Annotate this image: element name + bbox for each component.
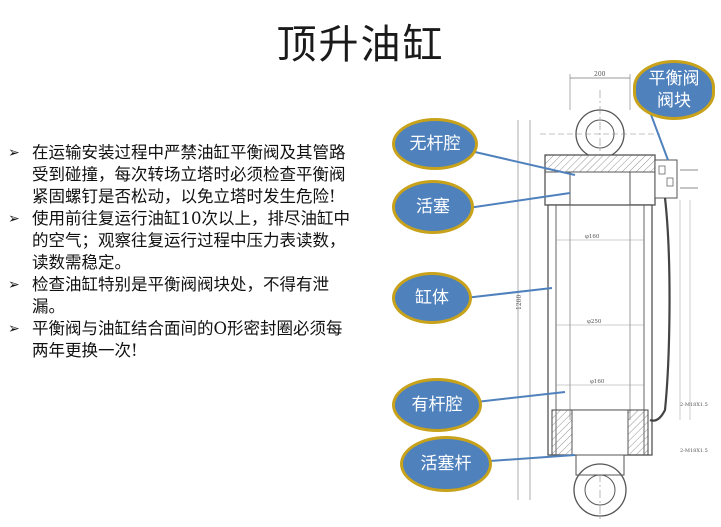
- bottom-eye-inner: [584, 474, 616, 506]
- cylinder-drawing: 200 φ160 φ250 φ160 1200: [464, 71, 708, 520]
- callout-rodless-chamber: 无杆腔: [392, 118, 478, 170]
- dim-inner-label: φ160: [590, 379, 605, 385]
- callout-cylinder-body: 缸体: [392, 272, 472, 324]
- callout-valve-block: 平衡阀 阀块: [633, 60, 715, 120]
- bullet-text: 平衡阀与油缸结合面间的O形密封圈必须每两年更换一次!: [32, 319, 343, 360]
- bullet-item-4: ➢ 平衡阀与油缸结合面间的O形密封圈必须每两年更换一次!: [8, 318, 353, 362]
- callout-piston: 活塞: [392, 180, 474, 234]
- bullet-item-1: ➢ 在运输安装过程中严禁油缸平衡阀及其管路受到碰撞，每次转场立塔时必须检查平衡阀…: [8, 142, 353, 208]
- bullet-list: ➢ 在运输安装过程中严禁油缸平衡阀及其管路受到碰撞，每次转场立塔时必须检查平衡阀…: [8, 142, 353, 362]
- bullet-text: 使用前往复运行油缸10次以上，排尽油缸中的空气；观察往复运行过程中压力表读数，读…: [32, 209, 350, 272]
- bullet-item-2: ➢ 使用前往复运行油缸10次以上，排尽油缸中的空气；观察往复运行过程中压力表读数…: [8, 208, 353, 274]
- leader-rodless: [474, 151, 576, 176]
- bullet-text: 在运输安装过程中严禁油缸平衡阀及其管路受到碰撞，每次转场立塔时必须检查平衡阀紧固…: [32, 143, 346, 206]
- arrow-bullet-icon: ➢: [8, 277, 20, 293]
- bullet-text: 检查油缸特别是平衡阀阀块处，不得有泄漏。: [32, 275, 329, 316]
- bullet-item-3: ➢ 检查油缸特别是平衡阀阀块处，不得有泄漏。: [8, 274, 353, 318]
- leader-valve: [649, 111, 669, 161]
- dim-top-label: 200: [594, 71, 606, 78]
- valve-block: [654, 159, 678, 199]
- leader-rod-chamber: [475, 391, 566, 403]
- callout-valve-block-line2: 阀块: [657, 91, 691, 111]
- dim-bore-label: φ160: [585, 234, 600, 240]
- arrow-bullet-icon: ➢: [8, 145, 20, 161]
- arrow-bullet-icon: ➢: [8, 211, 20, 227]
- dim-length-label: 1200: [516, 295, 523, 310]
- leader-rod: [475, 454, 576, 463]
- bottom-eye-outer: [573, 463, 627, 517]
- port-label-b: 2-M18X1.5: [680, 448, 708, 454]
- dim-rod-label: φ250: [587, 319, 602, 325]
- callout-rod-chamber: 有杆腔: [392, 378, 482, 432]
- leader-barrel: [464, 287, 553, 299]
- slide-title: 顶升油缸: [276, 22, 445, 68]
- port-label-a: 2-M18X1.5: [680, 402, 708, 408]
- callout-valve-block-line1: 平衡阀: [648, 69, 700, 89]
- leader-piston: [467, 192, 571, 209]
- callout-piston-rod: 活塞杆: [400, 436, 492, 492]
- cylinder-diagram: 200 φ160 φ250 φ160 1200: [380, 60, 721, 527]
- arrow-bullet-icon: ➢: [8, 321, 20, 337]
- hydraulic-hose: [649, 197, 671, 422]
